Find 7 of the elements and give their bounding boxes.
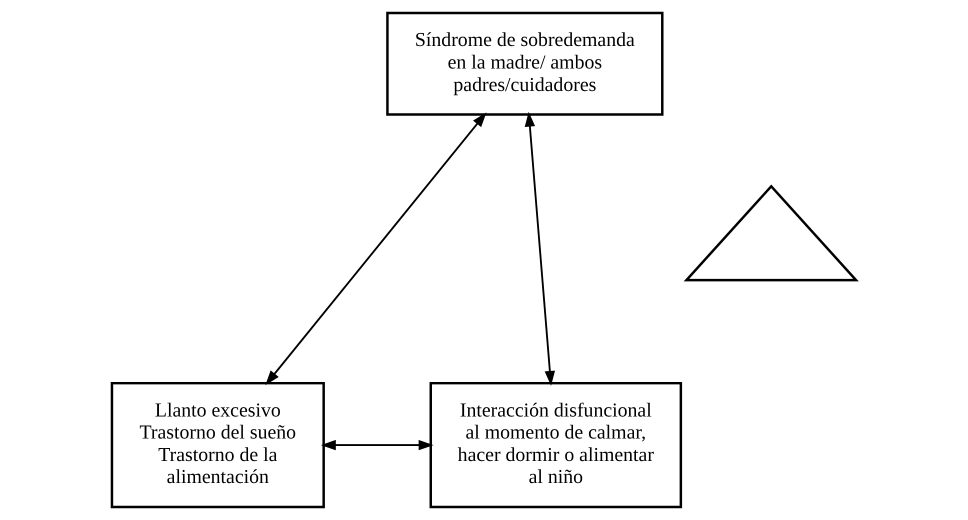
arrow [320,440,434,450]
arrow [265,112,486,386]
node-box: Llanto excesivo Trastorno del sueño Trastorno de la alimentación [110,382,325,508]
node-box: Síndrome de sobredemanda en la madre/ ambos padres/cuidadores [386,12,664,116]
arrow [524,112,556,386]
node-triangle [684,184,859,282]
node-box: Interacción disfuncional al momento de calmar, hacer dormir o alimentar al niño [430,382,682,508]
